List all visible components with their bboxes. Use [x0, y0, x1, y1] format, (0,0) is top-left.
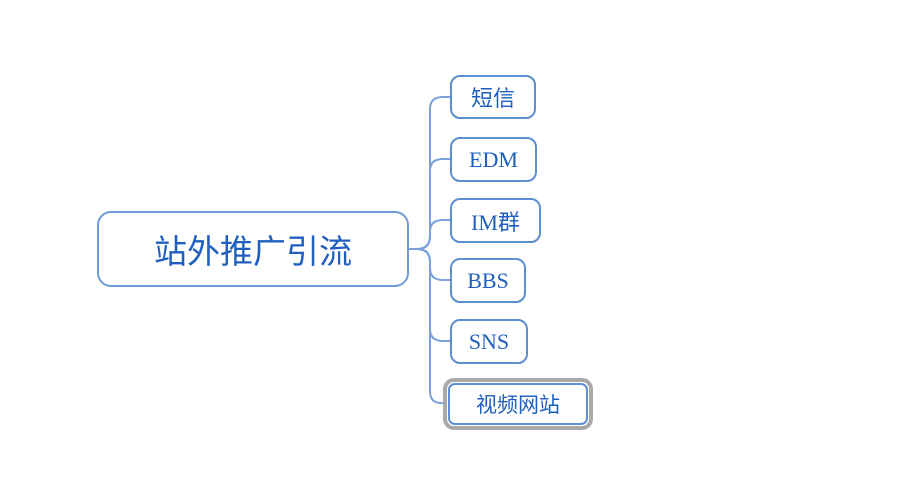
- connector-to-sns: [416, 248, 451, 342]
- node-root-label: 站外推广引流: [154, 235, 352, 271]
- node-bbs[interactable]: BBS: [450, 258, 526, 303]
- connector-to-bbs: [416, 248, 451, 281]
- selection-highlight: 视频网站: [443, 378, 593, 430]
- node-im-group-label: IM群: [471, 209, 520, 235]
- node-bbs-label: BBS: [467, 267, 509, 293]
- node-sns-label: SNS: [468, 328, 510, 354]
- node-video-sites-label: 视频网站: [476, 393, 560, 417]
- node-edm[interactable]: EDM: [450, 137, 537, 182]
- node-root[interactable]: 站外推广引流: [97, 211, 409, 287]
- node-sms-label: 短信: [470, 86, 515, 111]
- node-video-sites[interactable]: 视频网站: [448, 383, 588, 425]
- connector-to-sms: [416, 96, 451, 250]
- node-sms[interactable]: 短信: [450, 75, 536, 119]
- connector-to-edm: [416, 158, 451, 250]
- node-im-group[interactable]: IM群: [450, 198, 541, 243]
- node-sns[interactable]: SNS: [450, 319, 528, 364]
- node-edm-label: EDM: [469, 146, 518, 172]
- connector-to-im-group: [416, 219, 451, 250]
- connector-to-video-sites: [416, 248, 446, 404]
